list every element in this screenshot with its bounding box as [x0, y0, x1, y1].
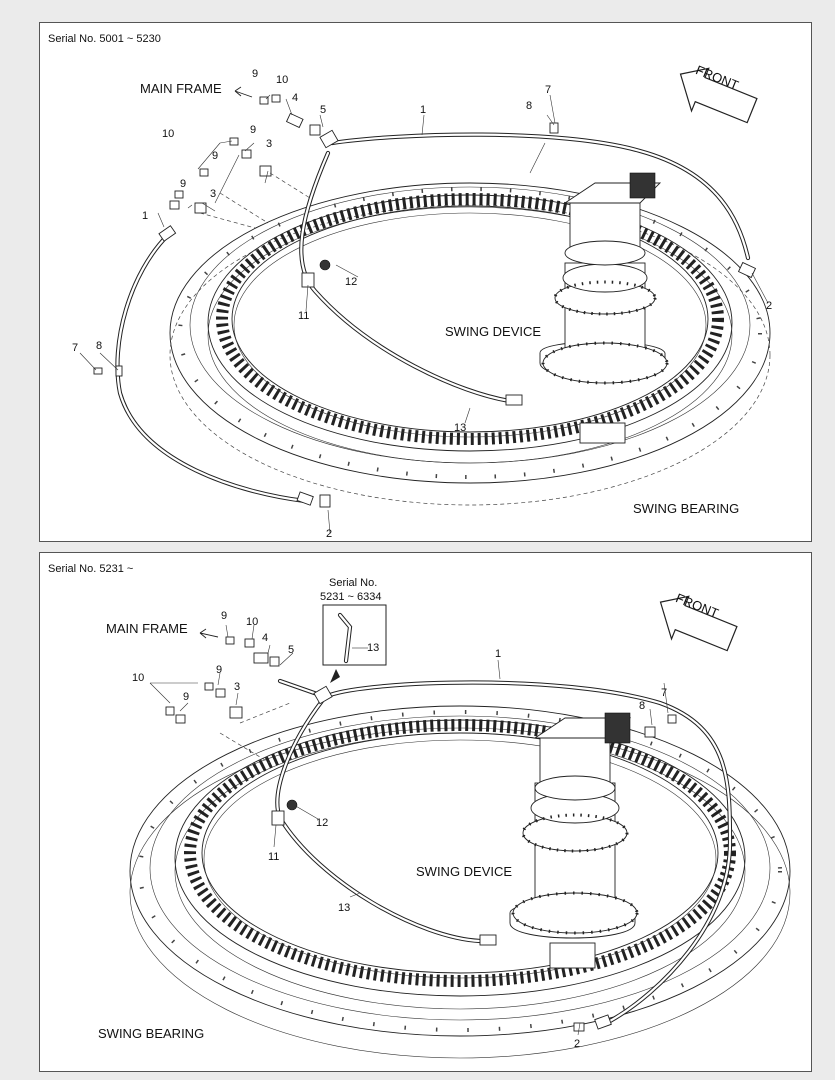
callout: 1 [142, 210, 148, 222]
callout: 9 [221, 610, 227, 622]
callout: 10 [276, 74, 288, 86]
callout: 11 [298, 310, 309, 322]
inset-detail-box [322, 604, 387, 683]
inset-title: Serial No. [329, 577, 377, 589]
callout: 11 [268, 851, 279, 863]
callout: 12 [316, 817, 328, 829]
callout: 13 [338, 902, 350, 914]
callout: 2 [766, 300, 772, 312]
diagram-panel-top: Serial No. 5001 ~ 5230 [39, 22, 812, 542]
callout: 4 [292, 92, 298, 104]
callout: 3 [234, 681, 240, 693]
swing-device [509, 712, 639, 969]
callout: 1 [495, 648, 501, 660]
callout: 9 [250, 124, 256, 136]
callout: 13 [454, 422, 466, 434]
callout: 9 [212, 150, 218, 162]
callout: 4 [262, 632, 268, 644]
callout: 10 [246, 616, 258, 628]
callout: 8 [639, 700, 645, 712]
callout: 7 [661, 687, 667, 699]
callout: 9 [183, 691, 189, 703]
callout: 10 [132, 672, 144, 684]
callout: 7 [72, 342, 78, 354]
callout: 3 [210, 188, 216, 200]
hose-1-outer [115, 232, 308, 504]
callout: 10 [162, 128, 174, 140]
callout-numbers: 1 2 2 3 3 4 5 7 7 8 8 9 9 9 9 10 10 11 1… [72, 68, 772, 540]
main-frame-label: MAIN FRAME [106, 621, 188, 636]
hose-13 [299, 150, 513, 404]
callout: 9 [216, 664, 222, 676]
inset-range: 5231 ~ 6334 [320, 591, 381, 603]
main-frame-arrow-icon [199, 628, 219, 639]
callout: 1 [420, 104, 426, 116]
swing-bearing-diagram: Serial No. 5231 ~ 6334 13 FRONT MAIN FRA… [98, 577, 791, 1059]
serial-number-label: Serial No. 5001 ~ 5230 [48, 33, 161, 45]
swing-bearing-label: SWING BEARING [633, 501, 739, 516]
callout: 2 [574, 1038, 580, 1050]
main-frame-arrow-icon [234, 86, 253, 98]
swing-bearing-label: SWING BEARING [98, 1026, 204, 1041]
callout: 5 [288, 644, 294, 656]
swing-device-label: SWING DEVICE [416, 864, 512, 879]
callout: 7 [545, 84, 551, 96]
callout: 8 [96, 340, 102, 352]
diagram-panel-bottom: Serial No. 5231 ~ [39, 552, 812, 1072]
swing-device [539, 172, 669, 444]
callout: 8 [526, 100, 532, 112]
callout: 9 [252, 68, 258, 80]
front-arrow-icon [679, 67, 758, 124]
callout: 3 [266, 138, 272, 150]
callout: 2 [326, 528, 332, 540]
swing-bearing-ring [169, 182, 771, 506]
callout: 12 [345, 276, 357, 288]
callout: 5 [320, 104, 326, 116]
main-frame-label: MAIN FRAME [140, 81, 222, 96]
callout-numbers: 1 2 3 4 5 7 8 9 9 9 10 10 11 12 13 [132, 610, 667, 1050]
front-arrow-icon [659, 595, 738, 652]
inset-callout: 13 [367, 642, 379, 654]
serial-number-label: Serial No. 5231 ~ [48, 563, 134, 575]
callout: 9 [180, 178, 186, 190]
swing-bearing-ring [129, 705, 791, 1059]
swing-bearing-diagram: FRONT MAIN FRAME SWING DEVICE SWING BEAR… [72, 62, 772, 540]
swing-device-label: SWING DEVICE [445, 324, 541, 339]
